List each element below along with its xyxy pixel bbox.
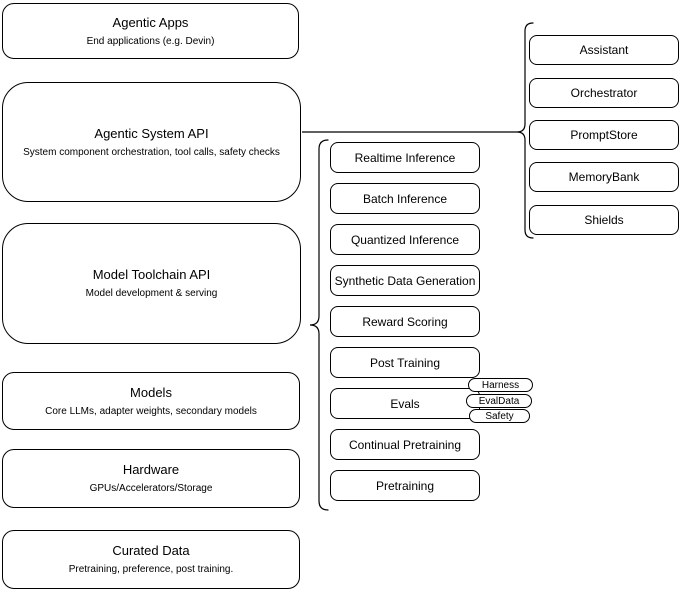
node-label: Post Training (369, 355, 441, 370)
node-label: Synthetic Data Generation (334, 273, 476, 288)
node-shields: Shields (529, 205, 679, 235)
node-agentic-apps: Agentic Apps End applications (e.g. Devi… (2, 3, 299, 59)
node-label: Shields (584, 213, 624, 227)
node-label: Reward Scoring (362, 314, 448, 329)
node-label: PromptStore (570, 128, 638, 142)
node-quantized-inference: Quantized Inference (330, 224, 480, 255)
node-subtitle: End applications (e.g. Devin) (86, 35, 215, 47)
node-batch-inference: Batch Inference (330, 183, 480, 214)
node-reward-scoring: Reward Scoring (330, 306, 480, 337)
node-title: Agentic Apps (112, 14, 189, 30)
tag-harness: Harness (468, 378, 533, 392)
node-title: Curated Data (112, 543, 190, 558)
node-subtitle: Pretraining, preference, post training. (68, 564, 234, 575)
node-curated-data: Curated Data Pretraining, preference, po… (2, 530, 300, 589)
node-hardware: Hardware GPUs/Accelerators/Storage (2, 449, 300, 508)
tag-evaldata: EvalData (466, 394, 532, 408)
node-title: Agentic System API (94, 125, 209, 141)
node-model-toolchain-api: Model Toolchain API Model development & … (2, 223, 301, 344)
node-post-training: Post Training (330, 347, 480, 378)
node-subtitle: System component orchestration, tool cal… (23, 146, 280, 158)
node-pretraining: Pretraining (330, 470, 480, 501)
node-continual-pretraining: Continual Pretraining (330, 429, 480, 460)
node-assistant: Assistant (529, 35, 679, 65)
node-memorybank: MemoryBank (529, 162, 679, 192)
toolchain-curly-brace (309, 139, 329, 511)
node-agentic-system-api: Agentic System API System component orch… (2, 82, 301, 202)
node-label: Pretraining (375, 478, 435, 493)
node-subtitle: GPUs/Accelerators/Storage (89, 483, 213, 494)
node-models: Models Core LLMs, adapter weights, secon… (2, 372, 300, 430)
node-title: Hardware (122, 462, 180, 477)
components-curly-brace (516, 22, 534, 239)
node-label: Orchestrator (570, 86, 638, 100)
node-label: Continual Pretraining (348, 437, 462, 452)
node-label: Batch Inference (362, 191, 448, 206)
node-subtitle: Model development & serving (85, 288, 218, 299)
node-label: Evals (390, 396, 420, 411)
node-label: Quantized Inference (350, 232, 460, 247)
node-subtitle: Core LLMs, adapter weights, secondary mo… (45, 405, 257, 417)
node-label: Assistant (579, 43, 629, 57)
node-promptstore: PromptStore (529, 120, 679, 150)
node-label: Realtime Inference (354, 150, 456, 165)
node-realtime-inference: Realtime Inference (330, 142, 480, 173)
node-evals: Evals (330, 388, 480, 419)
node-title: Models (130, 384, 172, 400)
node-label: MemoryBank (568, 170, 640, 184)
node-orchestrator: Orchestrator (529, 78, 679, 108)
tag-safety: Safety (469, 409, 530, 423)
node-synthetic-data-generation: Synthetic Data Generation (330, 265, 480, 296)
node-title: Model Toolchain API (92, 267, 211, 282)
